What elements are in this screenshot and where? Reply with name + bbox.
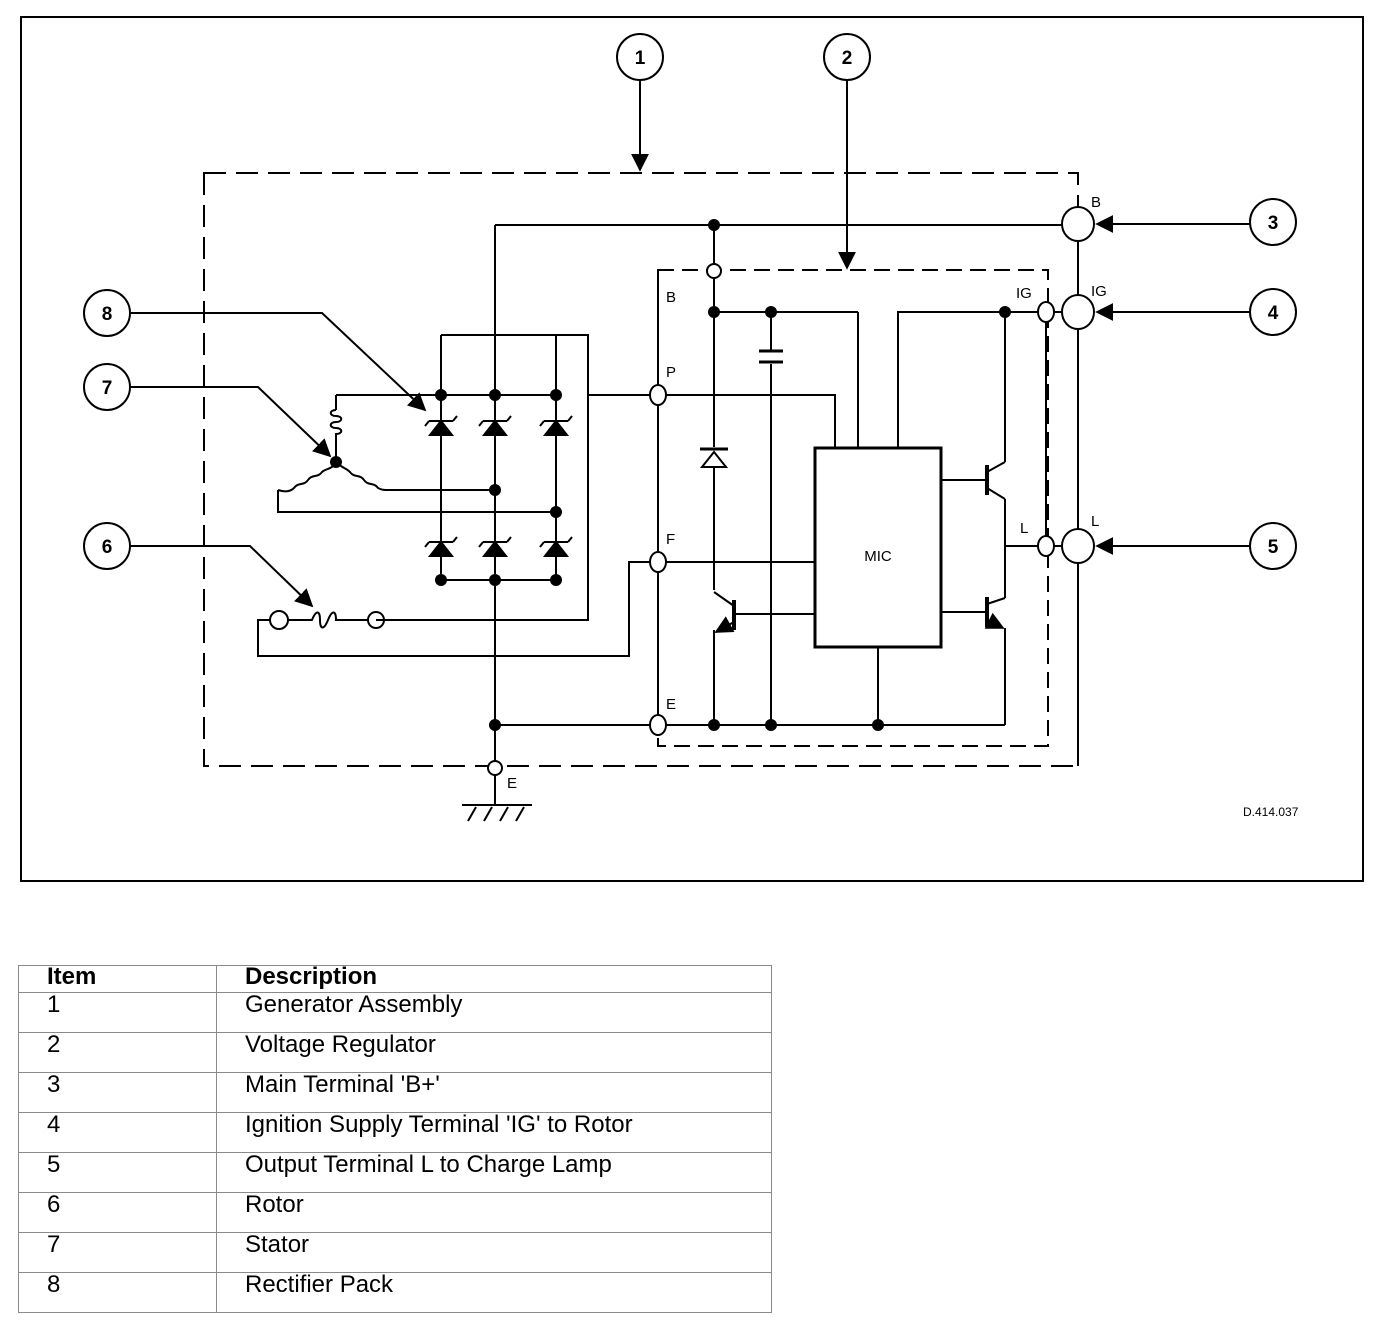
terminal-label-p: P	[666, 364, 676, 381]
legend-description: Rectifier Pack	[216, 1272, 772, 1313]
legend-description: Stator	[216, 1232, 772, 1273]
terminal-label-e-inner: E	[666, 696, 676, 713]
terminal-label-f: F	[666, 531, 675, 548]
legend-item: 6	[18, 1192, 217, 1233]
callout-2: 2	[823, 33, 871, 81]
legend-item: 3	[18, 1072, 217, 1113]
legend-header-item: Item	[18, 965, 217, 993]
legend-item: 1	[18, 992, 217, 1033]
legend-description: Output Terminal L to Charge Lamp	[216, 1152, 772, 1193]
callout-8: 8	[83, 289, 131, 337]
terminal-label-l-outer: L	[1091, 513, 1099, 530]
terminal-label-ig-outer: IG	[1091, 283, 1107, 300]
terminal-label-b-outer: B	[1091, 194, 1101, 211]
inner-terminals	[487, 263, 1055, 776]
svg-text:4: 4	[1268, 303, 1279, 324]
legend-item: 2	[18, 1032, 217, 1073]
stator-winding-icon	[277, 409, 389, 493]
mic-label: MIC	[864, 548, 892, 565]
legend-header-description: Description	[216, 965, 772, 993]
legend-item: 8	[18, 1272, 217, 1313]
transistor-icons	[713, 461, 1006, 633]
svg-text:3: 3	[1268, 213, 1279, 234]
svg-text:5: 5	[1268, 537, 1279, 558]
capacitor-icon	[759, 349, 783, 364]
legend-description: Voltage Regulator	[216, 1032, 772, 1073]
generator-boundary	[203, 172, 1079, 767]
outer-terminals	[1061, 206, 1095, 564]
svg-text:7: 7	[102, 378, 113, 399]
alternator-circuit-diagram: MIC	[20, 16, 1364, 882]
legend-item: 5	[18, 1152, 217, 1193]
rotor-winding-icon	[269, 610, 385, 630]
terminal-label-b-inner: B	[666, 289, 676, 306]
callout-4: 4	[1249, 288, 1297, 336]
callout-7: 7	[83, 363, 131, 411]
callout-1: 1	[616, 33, 664, 81]
drawing-code: D.414.037	[1243, 805, 1299, 819]
callout-3: 3	[1249, 198, 1297, 246]
regulator-diode-icon	[699, 447, 729, 468]
terminal-label-l-inner: L	[1020, 520, 1028, 537]
terminal-label-ig-inner: IG	[1016, 285, 1032, 302]
svg-text:1: 1	[635, 48, 646, 69]
legend-description: Ignition Supply Terminal 'IG' to Rotor	[216, 1112, 772, 1153]
callout-5: 5	[1249, 522, 1297, 570]
junction-dots	[330, 219, 1011, 731]
rectifier-diodes	[424, 415, 573, 557]
ground-icon	[467, 806, 525, 822]
svg-text:8: 8	[102, 304, 113, 325]
wiring	[257, 224, 1079, 806]
diagram-frame	[20, 16, 1364, 882]
callout-6: 6	[83, 522, 131, 570]
legend-item: 7	[18, 1232, 217, 1273]
legend-description: Main Terminal 'B+'	[216, 1072, 772, 1113]
svg-text:2: 2	[842, 48, 853, 69]
svg-text:6: 6	[102, 537, 113, 558]
legend-item: 4	[18, 1112, 217, 1153]
legend-description: Rotor	[216, 1192, 772, 1233]
terminal-label-e-ground: E	[507, 775, 517, 792]
mic-chip	[813, 446, 943, 649]
legend-description: Generator Assembly	[216, 992, 772, 1033]
callout-leaders	[130, 80, 1250, 608]
legend-header-row: Item Description	[18, 965, 772, 993]
callout-circles: 1 2 3 4 5 6 7 8	[83, 33, 1297, 570]
